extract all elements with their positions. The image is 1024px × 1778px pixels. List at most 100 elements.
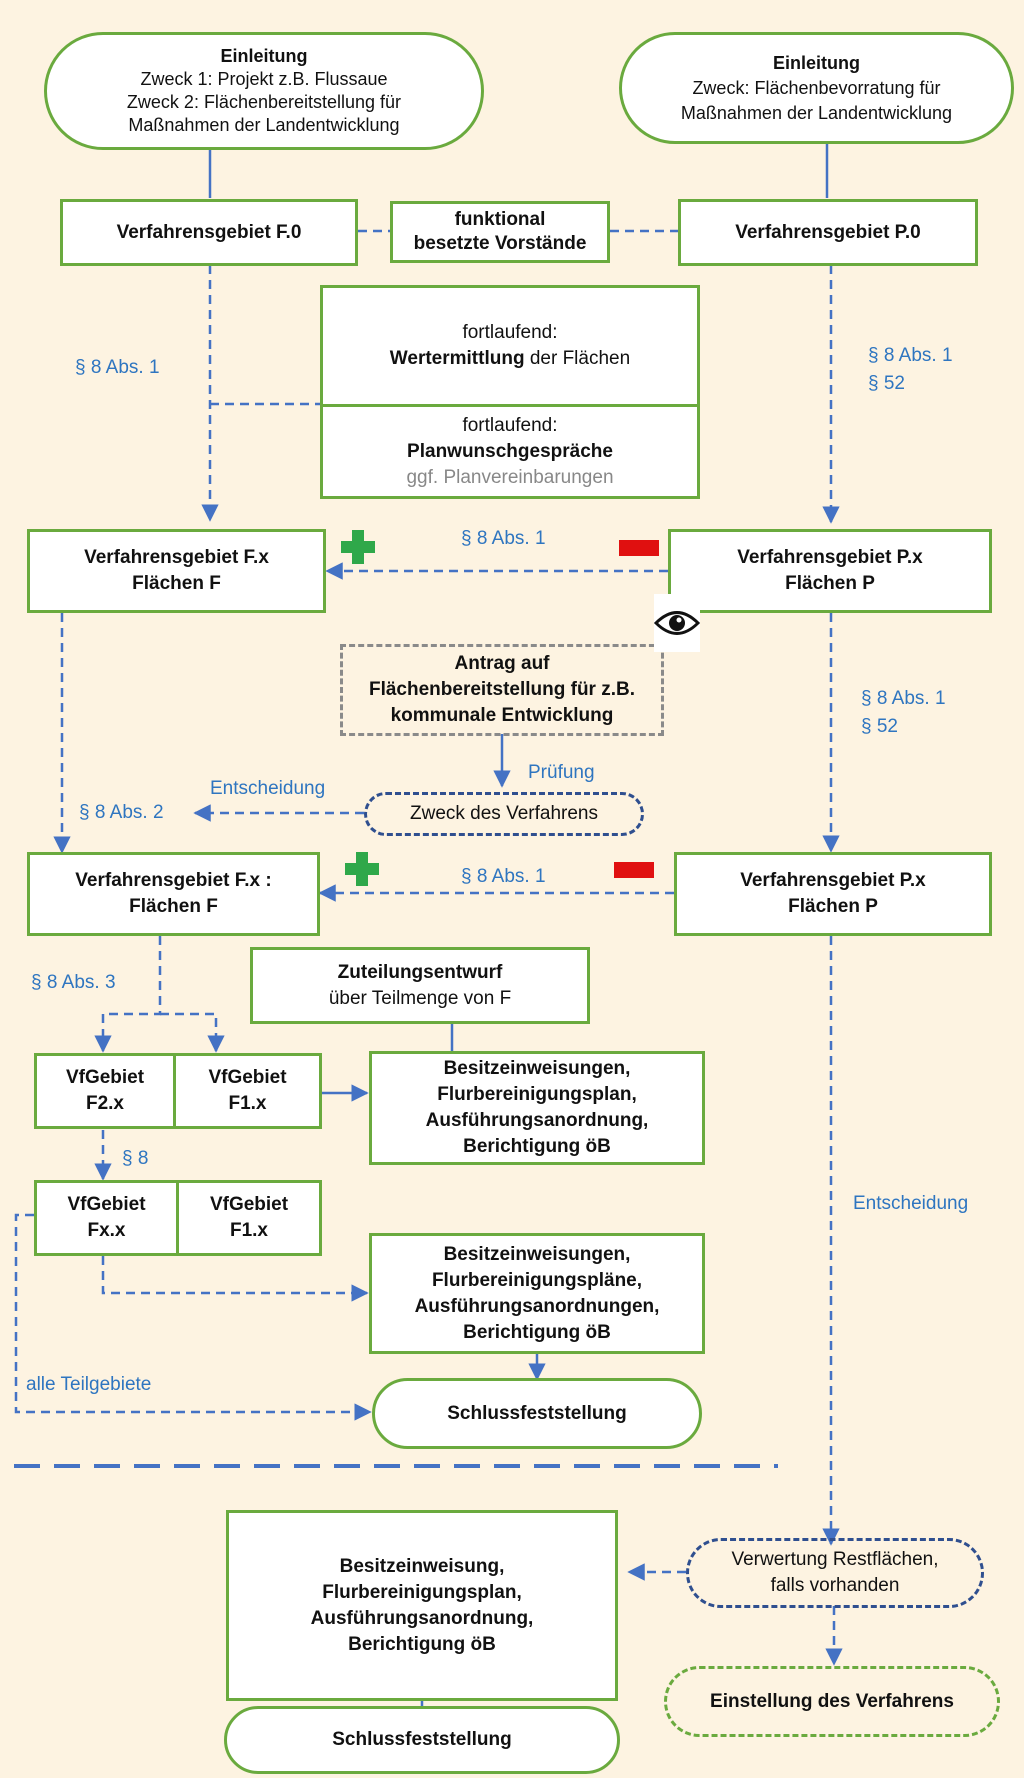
einstellung-node: Einstellung des Verfahrens	[664, 1666, 1000, 1737]
zuteilung-node: Zuteilungsentwurf über Teilmenge von F	[250, 947, 590, 1024]
gebiet-fx1-line2: Flächen F	[132, 573, 221, 594]
besitz1-line1: Besitzeinweisungen,	[443, 1058, 631, 1079]
label-entscheidung-left: Entscheidung	[210, 778, 326, 799]
vf-fxx-node: VfGebiet Fx.x	[34, 1180, 179, 1256]
plus-icon	[341, 530, 375, 564]
verwertung-node: Verwertung Restflächen, falls vorhanden	[686, 1538, 984, 1608]
vf-fxx-line1: VfGebiet	[67, 1194, 146, 1215]
zuteilung-line1: Zuteilungsentwurf	[337, 961, 503, 983]
besitz3-line1: Besitzeinweisung,	[339, 1555, 505, 1577]
label-s8abs2: § 8 Abs. 2	[79, 802, 164, 823]
label-s52-top-b: § 52	[868, 373, 905, 394]
label-s8abs1-top-a: § 8 Abs. 1	[868, 345, 953, 366]
besitz1-line2: Flurbereinigungsplan,	[437, 1084, 637, 1105]
gebiet-fx2-line1: Verfahrensgebiet F.x :	[75, 870, 272, 891]
schluss1-node: Schlussfeststellung	[372, 1378, 702, 1449]
gebiet-f0-label: Verfahrensgebiet F.0	[116, 221, 302, 243]
vf-f2x-node: VfGebiet F2.x	[34, 1053, 176, 1129]
einleitung-f-node: Einleitung Zweck 1: Projekt z.B. Flussau…	[44, 32, 484, 150]
vf-f1x-a-node: VfGebiet F1.x	[173, 1053, 322, 1129]
minus-icon	[619, 540, 659, 556]
vf-f1x-b-node: VfGebiet F1.x	[176, 1180, 322, 1256]
wertermittlung-node: fortlaufend: Wertermittlung der Flächen	[320, 285, 700, 407]
besitz2-node: Besitzeinweisungen, Flurbereinigungsplän…	[369, 1233, 705, 1354]
vf-f1x-b-line2: F1.x	[229, 1220, 269, 1241]
einleitung-f-line2: Zweck 2: Flächenbereitstellung für	[126, 92, 402, 112]
einleitung-p-line1: Zweck: Flächenbevorratung für	[692, 77, 941, 98]
label-alle-teilgebiete: alle Teilgebiete	[26, 1374, 152, 1395]
verwertung-line2: falls vorhanden	[770, 1575, 900, 1596]
einleitung-f-title: Einleitung	[220, 46, 308, 66]
label-s8abs1-mid-a: § 8 Abs. 1	[861, 688, 946, 709]
label-pruefung: Prüfung	[528, 762, 595, 783]
einleitung-f-line3: Maßnahmen der Landentwicklung	[128, 115, 400, 135]
connector-fx2-f1x	[160, 1012, 225, 1053]
gebiet-p0-label: Verfahrensgebiet P.0	[735, 221, 921, 243]
gebiet-fx2-line2: Flächen F	[129, 896, 218, 917]
besitz2-line3: Ausführungsanordnungen,	[414, 1295, 660, 1317]
antrag-line2: Flächenbereitstellung für z.B.	[368, 679, 636, 700]
gebiet-px2-node: Verfahrensgebiet P.x Flächen P	[674, 852, 992, 936]
wertermittlung-line1: fortlaufend:	[462, 322, 558, 343]
vf-f2x-line1: VfGebiet	[65, 1067, 145, 1088]
wertermittlung-line2: Wertermittlung der Flächen	[390, 346, 630, 372]
besitz2-line1: Besitzeinweisungen,	[443, 1243, 631, 1265]
zweck-label: Zweck des Verfahrens	[410, 803, 598, 824]
vf-f1x-a-line1: VfGebiet	[208, 1067, 287, 1088]
gebiet-fx2-node: Verfahrensgebiet F.x : Flächen F	[27, 852, 320, 936]
besitz3-line4: Berichtigung öB	[348, 1633, 496, 1655]
zweck-node: Zweck des Verfahrens	[364, 792, 644, 836]
planwunsch-node: fortlaufend: Planwunschgespräche ggf. Pl…	[320, 404, 700, 499]
vf-f1x-a-line2: F1.x	[228, 1093, 267, 1114]
connector-alle-teilgebiete	[14, 1213, 372, 1421]
eye-icon	[654, 594, 700, 652]
antrag-line1: Antrag auf	[454, 653, 550, 674]
vorstaende-line2: besetzte Vorstände	[413, 233, 587, 254]
besitz3-line3: Ausführungsanordnung,	[310, 1607, 534, 1629]
gebiet-f0-node: Verfahrensgebiet F.0	[60, 199, 358, 266]
einleitung-p-node: Einleitung Zweck: Flächenbevorratung für…	[619, 32, 1014, 144]
gebiet-px1-node: Verfahrensgebiet P.x Flächen P	[668, 529, 992, 613]
antrag-node: Antrag auf Flächenbereitstellung für z.B…	[340, 644, 664, 736]
einleitung-p-line2: Maßnahmen der Landentwicklung	[680, 102, 953, 123]
minus-icon	[614, 862, 654, 878]
besitz1-line4: Berichtigung öB	[463, 1136, 611, 1157]
label-s8abs1-mid1: § 8 Abs. 1	[461, 528, 546, 549]
planwunsch-line3: ggf. Planvereinbarungen	[406, 466, 614, 488]
vf-fxx-line2: Fx.x	[87, 1220, 126, 1241]
label-entscheidung-right: Entscheidung	[853, 1193, 969, 1214]
besitz2-line4: Berichtigung öB	[463, 1321, 611, 1343]
schluss2-label: Schlussfeststellung	[332, 1729, 512, 1750]
besitz2-line2: Flurbereinigungspläne,	[431, 1269, 643, 1291]
einstellung-label: Einstellung des Verfahrens	[710, 1690, 954, 1712]
zuteilung-line2: über Teilmenge von F	[328, 987, 512, 1009]
label-s8abs3: § 8 Abs. 3	[31, 972, 116, 993]
vf-f1x-b-line1: VfGebiet	[209, 1194, 289, 1215]
besitz1-line3: Ausführungsanordnung,	[425, 1110, 649, 1131]
planwunsch-line2: Planwunschgespräche	[407, 440, 613, 462]
connector-fxx-besitz2	[101, 1256, 369, 1302]
eye-icon-graphic	[654, 611, 700, 635]
wertermittlung-rest: der Flächen	[524, 348, 631, 369]
gebiet-px2-line2: Flächen P	[788, 896, 878, 917]
schluss1-label: Schlussfeststellung	[447, 1402, 627, 1424]
gebiet-px2-line1: Verfahrensgebiet P.x	[740, 870, 926, 891]
vorstaende-node: funktional besetzte Vorstände	[390, 201, 610, 263]
vorstaende-line1: funktional	[454, 209, 546, 230]
label-s8abs1-mid2: § 8 Abs. 1	[461, 866, 546, 887]
gebiet-p0-node: Verfahrensgebiet P.0	[678, 199, 978, 266]
label-s52-mid-b: § 52	[861, 716, 898, 737]
gebiet-px1-line2: Flächen P	[785, 573, 875, 594]
vf-f2x-line2: F2.x	[85, 1093, 125, 1114]
einleitung-f-line1: Zweck 1: Projekt z.B. Flussaue	[140, 69, 388, 89]
gebiet-px1-line1: Verfahrensgebiet P.x	[737, 547, 923, 568]
gebiet-fx1-line1: Verfahrensgebiet F.x	[84, 547, 269, 568]
verwertung-line1: Verwertung Restflächen,	[731, 1549, 939, 1570]
connector-fx2-f2x	[94, 936, 162, 1053]
besitz1-node: Besitzeinweisungen, Flurbereinigungsplan…	[369, 1051, 705, 1165]
label-s8: § 8	[122, 1148, 149, 1169]
gebiet-fx1-node: Verfahrensgebiet F.x Flächen F	[27, 529, 326, 613]
schluss2-node: Schlussfeststellung	[224, 1706, 620, 1774]
